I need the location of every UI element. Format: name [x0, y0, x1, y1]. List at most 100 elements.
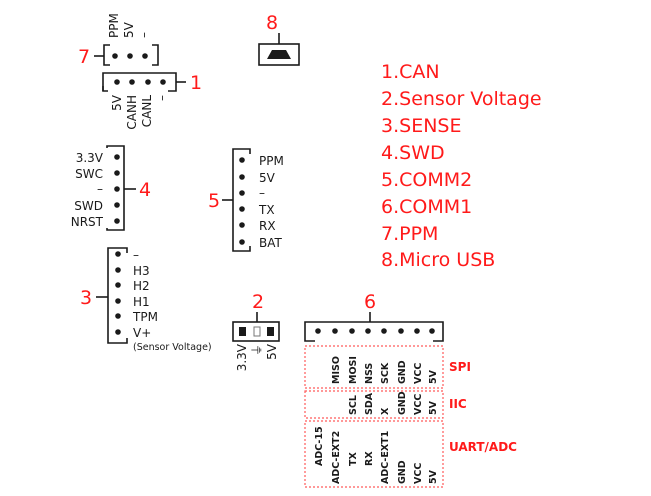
- pin-label-iic: X: [380, 407, 391, 415]
- pin-label-uart-adc: ADC-EXT1: [380, 431, 391, 484]
- pin-label: CANL: [140, 95, 154, 128]
- group-label-iic: IIC: [449, 397, 467, 411]
- pin-label-spi: GND: [397, 360, 408, 384]
- jumper-pin-3v3: [239, 327, 246, 336]
- pin-dot: [239, 174, 245, 180]
- connector-can: 1 5V CANH CANL –: [102, 72, 202, 130]
- connector-number: 7: [78, 46, 90, 68]
- pin-label-iic: SDA: [364, 392, 375, 415]
- legend-item-swd: 4.SWD: [381, 142, 445, 164]
- spi-group-box: [304, 345, 444, 389]
- pin-dot: [414, 328, 420, 334]
- pin-label: –: [259, 186, 265, 200]
- jumper-pin-signal: [253, 326, 261, 337]
- pin-dot: [239, 157, 245, 163]
- pin-dot: [114, 186, 120, 192]
- pin-dot: [142, 53, 148, 59]
- pin-dot: [332, 328, 338, 334]
- ground-symbol-icon: ⏚: [250, 344, 264, 356]
- connector-number: 6: [364, 291, 376, 313]
- pin-label-iic: VCC: [413, 394, 424, 415]
- jumper-pin-5v: [267, 327, 274, 336]
- legend-item-comm1: 6.COMM1: [381, 196, 472, 218]
- pin-label: H2: [133, 279, 150, 293]
- connector-micro-usb: 8: [258, 12, 300, 66]
- pin-label-iic: 5V: [428, 400, 439, 415]
- pin-label: BAT: [259, 236, 283, 250]
- pin-label-uart-adc: 5V: [428, 469, 439, 484]
- pin-dots: [315, 328, 435, 334]
- pin-label-uart-adc: ADC-EXT2: [331, 431, 342, 484]
- pin-label: RX: [259, 219, 276, 233]
- pin-label: 5V: [122, 21, 136, 38]
- connector-outline: [304, 321, 444, 342]
- sensor-voltage-note: (Sensor Voltage): [133, 342, 212, 353]
- jumper-outline: [232, 321, 280, 342]
- connector-outline: [232, 148, 251, 252]
- connector-number: 2: [252, 291, 264, 313]
- pin-label-spi: MISO: [331, 356, 342, 384]
- pin-dot: [239, 222, 245, 228]
- pin-label: –: [133, 248, 139, 262]
- connector-sensor-voltage: 2 3.3V ⏚ 5V: [232, 291, 280, 371]
- pin-dot: [115, 267, 121, 273]
- connector-number: 5: [208, 190, 220, 212]
- pin-dot: [349, 328, 355, 334]
- legend-item-can: 1.CAN: [381, 61, 440, 83]
- pin-label-uart-adc: GND: [397, 460, 408, 484]
- legend-item-sensor-voltage: 2.Sensor Voltage: [381, 88, 542, 110]
- connector-number: 8: [266, 12, 278, 34]
- pin-dot: [127, 53, 133, 59]
- pin-label: CANH: [125, 95, 139, 130]
- connector-comm2: 5 PPM 5V – TX RX BAT: [208, 148, 284, 252]
- pin-label: H1: [133, 295, 150, 309]
- connector-outline: [103, 44, 159, 66]
- connector-sense: 3 – H3 H2 H1 TPM V+ (Sensor Voltage): [80, 247, 212, 353]
- pin-dot: [365, 328, 371, 334]
- micro-usb-icon: [267, 50, 291, 59]
- pin-dot: [115, 298, 121, 304]
- pin-label: TX: [258, 203, 275, 217]
- pin-dot: [114, 154, 120, 160]
- pin-dot: [381, 328, 387, 334]
- pin-label-iic: GND: [397, 391, 408, 415]
- pin-dot: [115, 251, 121, 257]
- pin-dot: [115, 329, 121, 335]
- usb-outline: [258, 43, 300, 66]
- pin-dot: [129, 79, 135, 85]
- pin-label-spi: MOSI: [348, 356, 359, 384]
- pin-label-spi: VCC: [413, 363, 424, 384]
- pin-dot: [398, 328, 404, 334]
- connector-outline: [106, 145, 125, 231]
- pin-dot: [239, 206, 245, 212]
- legend: 1.CAN 2.Sensor Voltage 3.SENSE 4.SWD 5.C…: [381, 61, 542, 271]
- connector-number: 1: [190, 72, 202, 94]
- pin-label: PPM: [259, 154, 284, 168]
- pin-dot: [114, 202, 120, 208]
- pin-label: 5V: [110, 94, 124, 111]
- pin-label: –: [155, 95, 169, 101]
- pin-dot: [115, 282, 121, 288]
- pin-label: NRST: [71, 215, 104, 229]
- uart-adc-group-box: [304, 420, 444, 488]
- pin-dot: [115, 313, 121, 319]
- pin-label: SWC: [75, 167, 103, 181]
- pin-label-uart-adc: TX: [348, 452, 359, 466]
- pin-dot: [239, 190, 245, 196]
- pin-label: PPM: [107, 13, 121, 38]
- connector-outline-corner: [102, 86, 108, 92]
- pin-label: SWD: [74, 199, 103, 213]
- pin-label-spi: NSS: [364, 363, 375, 384]
- connector-number: 4: [139, 179, 151, 201]
- pin-dot: [239, 239, 245, 245]
- pin-label: –: [97, 182, 103, 196]
- legend-item-micro-usb: 8.Micro USB: [381, 249, 495, 271]
- pin-label: 3.3V: [235, 343, 249, 371]
- pin-label-uart-adc: VCC: [413, 463, 424, 484]
- connector-swd: 4 3.3V SWC – SWD NRST: [71, 145, 151, 231]
- pin-dot: [112, 53, 118, 59]
- pin-dot: [114, 218, 120, 224]
- connector-ppm: PPM 5V – 7: [78, 13, 159, 68]
